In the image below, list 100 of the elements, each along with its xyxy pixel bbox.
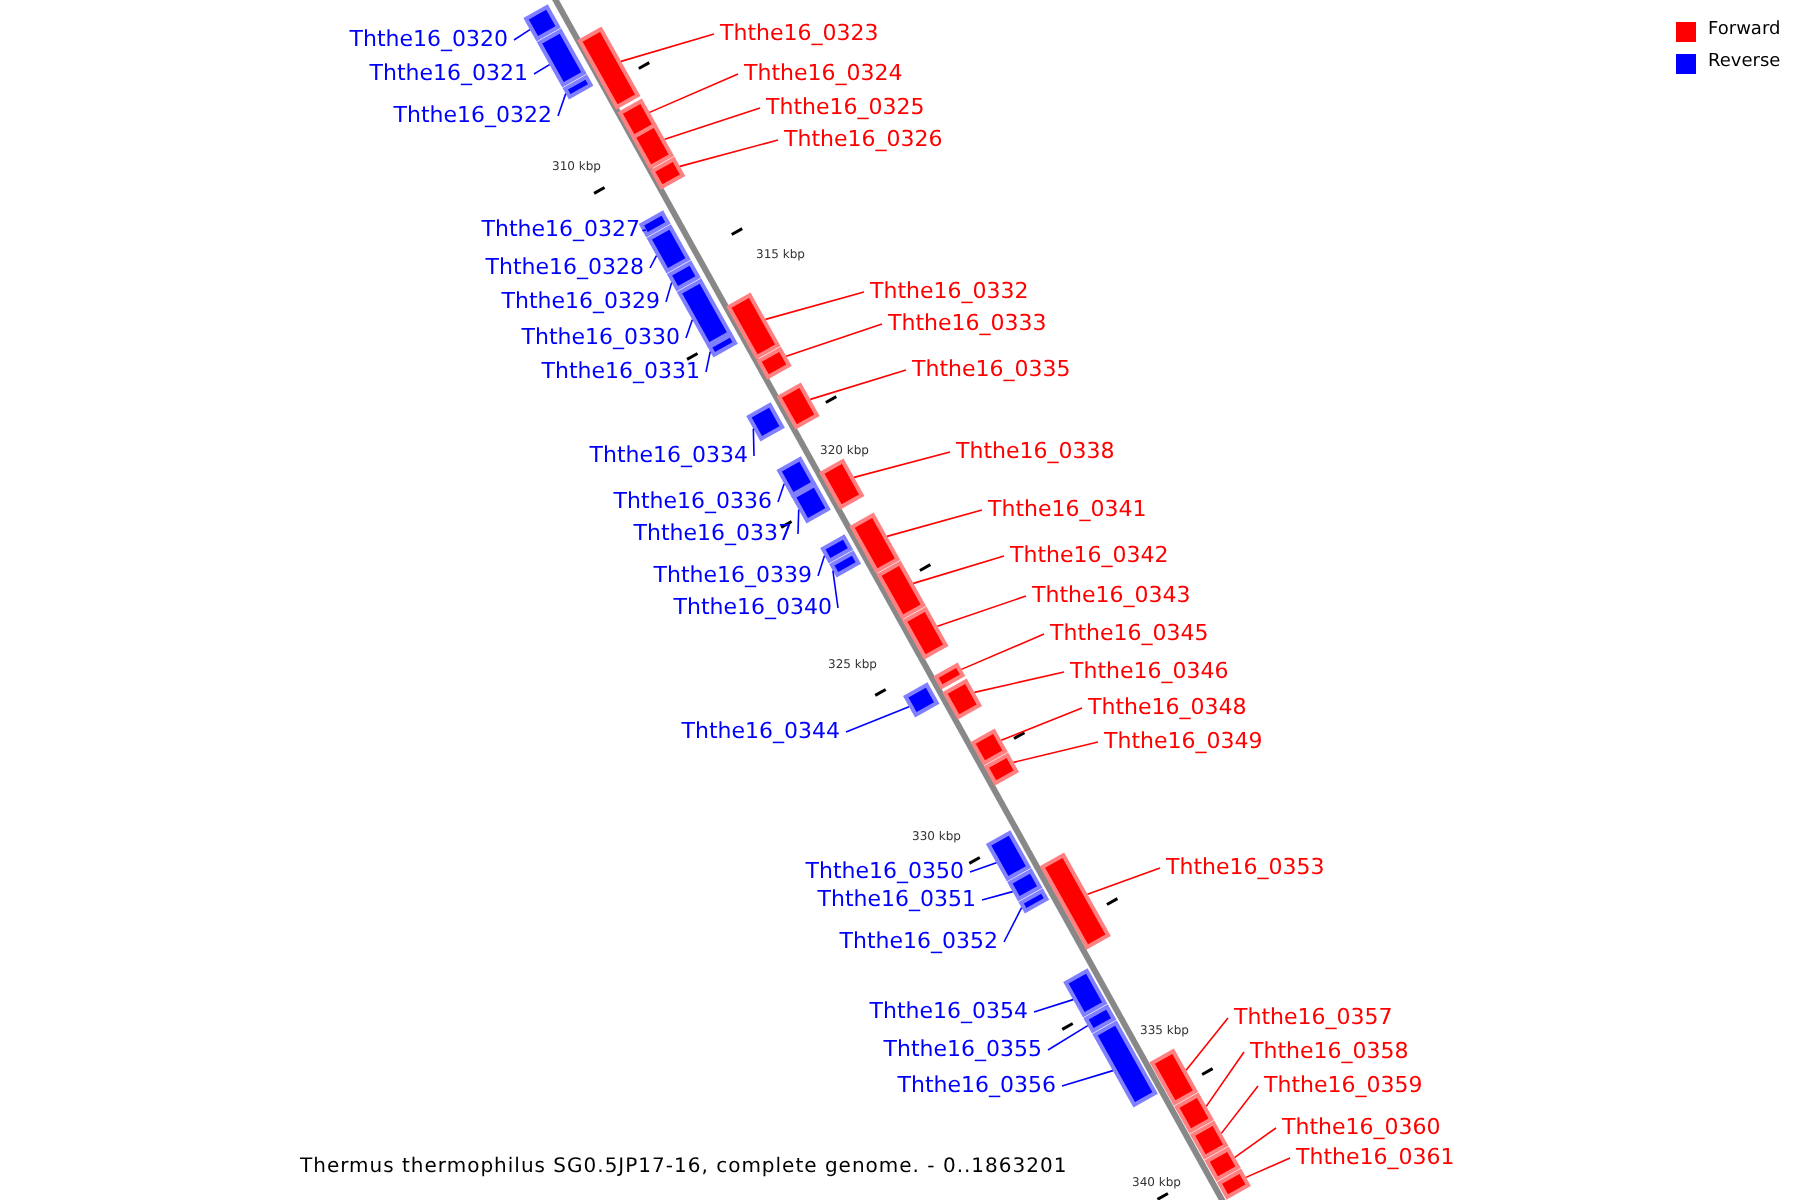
leader-line <box>533 63 551 75</box>
gene-label: Ththe16_0348 <box>1088 694 1247 720</box>
gene-bar <box>876 560 927 620</box>
gene-bar <box>819 458 865 510</box>
gene-bar <box>1018 888 1050 914</box>
legend-text: Forward <box>1708 20 1781 42</box>
gene-label: Ththe16_0338 <box>956 438 1115 464</box>
leader-line <box>513 28 531 41</box>
leader-line <box>1220 1085 1259 1135</box>
gene-label: Ththe16_0323 <box>720 20 879 46</box>
gene-bar <box>849 512 901 574</box>
leader-line <box>620 33 715 63</box>
gene-bar <box>1083 1004 1117 1034</box>
leader-line <box>1061 1069 1114 1087</box>
gene-bar <box>756 346 792 380</box>
caption: Thermus thermophilus SG0.5JP17-16, complete genome. - 0..1863201 <box>300 1156 1068 1180</box>
leader-line <box>1012 741 1099 764</box>
leader-line <box>936 595 1027 628</box>
gene-bar <box>820 534 854 564</box>
gene-bar <box>970 728 1008 766</box>
gene-bar <box>746 402 785 442</box>
leader-line <box>685 318 694 339</box>
gene-label: Ththe16_0355 <box>883 1036 1042 1062</box>
gene-label: Ththe16_0327 <box>481 216 640 242</box>
leader-line <box>1047 1024 1089 1051</box>
gene-bar <box>666 260 701 292</box>
gene-label: Ththe16_0330 <box>521 324 680 350</box>
gene-bar <box>1039 852 1111 950</box>
leader-line <box>1003 906 1023 943</box>
leader-line <box>1245 1157 1291 1179</box>
gene-label: Ththe16_0340 <box>673 594 832 620</box>
leader-line <box>785 323 883 358</box>
gene-bar <box>1216 1168 1251 1200</box>
leader-line <box>679 139 779 168</box>
gene-bar <box>983 752 1020 786</box>
gene-bar <box>791 482 831 524</box>
gene-bar <box>985 830 1032 882</box>
gene-bar <box>776 456 817 498</box>
leader-line <box>1234 1127 1277 1159</box>
gene-label: Ththe16_0356 <box>897 1072 1056 1098</box>
gene-bar <box>942 678 983 720</box>
gene-bar <box>638 210 671 238</box>
leader-line <box>557 92 567 117</box>
leader-line <box>797 508 800 535</box>
gene-label: Ththe16_0335 <box>912 356 1071 382</box>
gene-label: Ththe16_0333 <box>888 310 1047 336</box>
gene-bar <box>577 26 641 110</box>
gene-label: Ththe16_0349 <box>1104 728 1263 754</box>
gene-bar <box>1189 1120 1229 1160</box>
gene-bar <box>1174 1092 1214 1134</box>
gene-bar <box>726 292 781 360</box>
gene-bar <box>523 4 561 42</box>
gene-label: Ththe16_0358 <box>1250 1038 1409 1064</box>
gene-bar <box>1149 1048 1199 1106</box>
gene-label: Ththe16_0357 <box>1234 1004 1393 1030</box>
gene-bar <box>630 122 675 170</box>
leader-line <box>752 427 755 457</box>
gene-label: Ththe16_0361 <box>1296 1144 1455 1170</box>
leader-line <box>817 554 826 577</box>
gene-label: Ththe16_0332 <box>870 278 1029 304</box>
leader-line <box>886 509 983 538</box>
leader-line <box>663 107 761 141</box>
gene-bar <box>1092 1020 1158 1108</box>
gene-label: Ththe16_0337 <box>633 520 792 546</box>
gene-label: Ththe16_0353 <box>1166 854 1325 880</box>
gene-bar <box>776 382 820 430</box>
gene-label: Ththe16_0350 <box>805 858 964 884</box>
leader-line <box>853 451 951 479</box>
gene-label: Ththe16_0352 <box>839 928 998 954</box>
gene-label: Ththe16_0326 <box>784 126 943 152</box>
gene-label: Ththe16_0325 <box>766 94 925 120</box>
gene-label: Ththe16_0334 <box>589 442 748 468</box>
leader-line <box>665 281 673 303</box>
leader-line <box>649 254 658 269</box>
gene-label: Ththe16_0331 <box>541 358 700 384</box>
gene-bar <box>707 332 738 358</box>
leader-line <box>764 291 865 321</box>
leader-line <box>981 890 1014 901</box>
gene-label: Ththe16_0354 <box>869 998 1028 1024</box>
gene-label: Ththe16_0343 <box>1032 582 1191 608</box>
gene-bar <box>829 550 862 578</box>
leader-line <box>973 671 1065 694</box>
leader-line <box>960 633 1045 671</box>
leader-line <box>641 229 647 232</box>
leader-line <box>969 861 998 873</box>
gene-bar <box>536 28 587 88</box>
leader-line <box>809 369 907 401</box>
gene-label: Ththe16_0360 <box>1282 1114 1441 1140</box>
gene-label: Ththe16_0345 <box>1050 620 1209 646</box>
gene-label: Ththe16_0336 <box>613 488 772 514</box>
gene-label: Ththe16_0339 <box>653 562 812 588</box>
gene-label: Ththe16_0324 <box>744 60 903 86</box>
gene-bar <box>1204 1146 1241 1182</box>
leader-line <box>1000 707 1083 742</box>
gene-label: Ththe16_0342 <box>1010 542 1169 568</box>
gene-label: Ththe16_0322 <box>393 102 552 128</box>
gene-label: Ththe16_0344 <box>681 718 840 744</box>
leader-line <box>912 555 1005 585</box>
gene-bar <box>676 278 733 348</box>
leader-line <box>1185 1017 1229 1072</box>
